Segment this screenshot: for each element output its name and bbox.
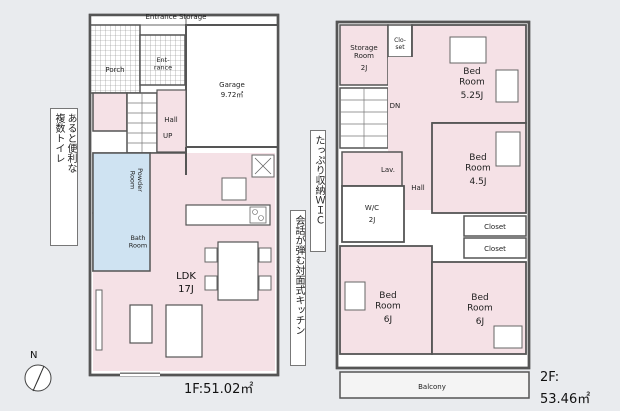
dining-table — [204, 241, 272, 301]
kitchen-counter — [185, 204, 271, 226]
label-dn: DN — [390, 102, 401, 110]
label-porch: Porch — [105, 66, 124, 74]
floor-1-plan — [88, 13, 280, 377]
label-closet-a: Closet — [484, 223, 506, 231]
label-storage-size: 2J — [361, 64, 368, 72]
label-bed-bl-size: 6J — [384, 315, 392, 325]
closet-a — [463, 215, 527, 237]
label-ldk-size: 17J — [178, 284, 194, 295]
label-powder-room: PowderRoom — [129, 168, 144, 192]
floor1-total-area: 1F:51.02㎡ — [184, 382, 254, 397]
label-wic: W/C — [365, 204, 379, 212]
walk-in-closet — [341, 185, 405, 243]
label-ldk: LDK — [176, 271, 196, 282]
closet-b — [463, 237, 527, 259]
stairs-2f — [339, 87, 389, 149]
compass-north-label: N — [30, 350, 38, 361]
label-closet-b: Closet — [484, 245, 506, 253]
stairs-1f — [126, 92, 158, 154]
hall-1f — [156, 89, 187, 153]
label-hall-1f: Hall — [164, 116, 177, 124]
label-bed-br-size: 6J — [476, 317, 484, 327]
label-hall-2f: Hall — [411, 184, 424, 192]
label-wic-size: 2J — [369, 216, 376, 224]
label-garage-area: 9.72㎡ — [221, 91, 244, 99]
lavatory — [341, 151, 403, 187]
toilet-room-1f — [92, 92, 128, 132]
balcony-area — [339, 371, 530, 399]
floor2-total-area: 53.46㎡ — [540, 392, 591, 407]
storage-room — [339, 24, 389, 86]
compass-icon — [24, 364, 52, 392]
floor-2-plan — [335, 20, 531, 399]
porch-area — [89, 24, 141, 94]
callout-wic: たっぷり収納ＷＩＣ — [310, 130, 326, 252]
callout-toilet: あると便利な 複数トイレ — [50, 108, 78, 246]
label-garage: Garage — [219, 81, 245, 89]
label-balcony: Balcony — [418, 383, 446, 391]
closet-small — [387, 24, 413, 58]
label-entrance: Ent-rance — [154, 56, 172, 71]
label-up: UP — [163, 132, 172, 140]
label-lav: Lav. — [381, 166, 395, 174]
label-closet-small: Clo-set — [394, 37, 406, 51]
label-bed-mid-size: 4.5J — [470, 177, 487, 187]
bed-room-middle — [431, 122, 527, 214]
floor2-total-label: 2F: — [540, 370, 560, 385]
callout-kitchen: 会話が弾む対面式キッチン — [290, 210, 306, 366]
label-entrance-storage: Entrance Storage — [146, 13, 207, 21]
label-bed-top-size: 5.25J — [461, 91, 484, 101]
